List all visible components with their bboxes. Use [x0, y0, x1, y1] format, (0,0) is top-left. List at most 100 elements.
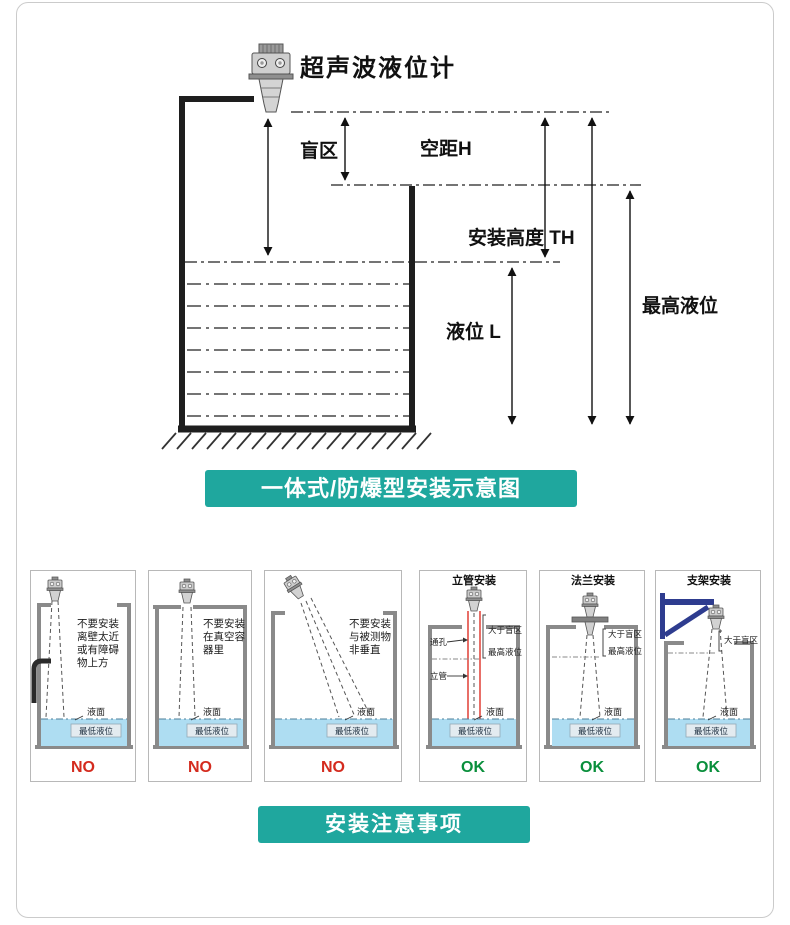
install-height-label: 安装高度 TH	[468, 226, 575, 249]
beam-lines	[579, 634, 601, 718]
tank-walls	[35, 603, 133, 749]
beam-lines	[702, 628, 728, 718]
tank-walls	[153, 605, 249, 749]
liquid-fill-lines	[187, 283, 409, 417]
surface-label: 液面	[486, 706, 504, 717]
min-level-tag	[685, 723, 737, 738]
panel-no-wall-obstacle-drawing: 不要安装 离壁太近 或有障碍 物上方 液面 最低液位	[31, 576, 133, 749]
max-level-label: 最高液位	[642, 294, 718, 317]
panel-no-vacuum: 不要安装 在真空容 器里 液面 最低液位 NO	[148, 570, 252, 782]
verdict-no: NO	[71, 759, 95, 776]
surface-label: 液面	[203, 706, 221, 717]
dimension-arrows	[263, 117, 635, 425]
verdict-ok: OK	[580, 759, 604, 776]
note-line: 或有障碍	[77, 643, 119, 656]
gt-blind-label: 大于盲区	[608, 629, 643, 639]
verdict-ok: OK	[696, 759, 720, 776]
sensor-icon	[581, 592, 599, 618]
panel-ok-bracket: 支架安装 大于盲区 液面 最低液位 OK	[655, 570, 761, 782]
panel-title-flange: 法兰安装	[571, 573, 615, 587]
panel-ok-flange: 法兰安装 大于盲区 最高液位 液面 最低液位 OK	[539, 570, 645, 782]
range-bracket	[602, 628, 606, 657]
horn-tip	[584, 621, 596, 636]
panel-no-vacuum-drawing: 不要安装 在真空容 器里 液面 最低液位	[153, 578, 249, 749]
min-level-tag	[569, 723, 621, 738]
note-line: 物上方	[77, 656, 109, 669]
min-level-label: 最低液位	[458, 726, 493, 736]
panel-ok-standpipe: 立管安装 大于盲区 最高液位 通孔 立管 液面 最低液位 OK	[419, 570, 527, 782]
standpipe-arrowhead	[463, 673, 468, 679]
standpipe	[467, 611, 481, 737]
sensor-icon	[178, 578, 196, 604]
note-line: 与被测物	[349, 630, 391, 643]
max-level-label: 最高液位	[608, 646, 643, 656]
level-reference-lines	[185, 111, 641, 417]
panel-ok-bracket-drawing: 支架安装 大于盲区 液面 最低液位	[660, 573, 759, 749]
obstacle-pipe	[31, 658, 51, 703]
sensor-icon-tilted	[280, 572, 309, 602]
standpipe-label: 立管	[430, 671, 447, 681]
verdict-no: NO	[321, 759, 345, 776]
min-level-label: 最低液位	[694, 726, 729, 736]
installation-dimension-diagram: 超声波液位计 盲区 空距H 安装高度 TH 液位 L	[161, 43, 718, 450]
min-level-label: 最低液位	[79, 726, 114, 736]
verdict-ok: OK	[461, 759, 485, 776]
device-title: 超声波液位计	[300, 54, 456, 82]
panel-ok-flange-drawing: 法兰安装 大于盲区 最高液位 液面 最低液位	[544, 573, 643, 749]
verdict-no: NO	[188, 759, 212, 776]
note-line: 不要安装	[203, 617, 245, 630]
through-hole-pointer	[446, 639, 464, 643]
tank-walls	[662, 641, 756, 749]
surface-pointer	[473, 715, 483, 721]
mount-bracket	[660, 593, 714, 639]
min-level-tag	[326, 723, 378, 738]
blind-zone-label: 盲区	[300, 139, 338, 162]
panel-title-bracket: 支架安装	[686, 573, 731, 587]
range-bracket	[482, 614, 486, 659]
surface-label: 液面	[87, 706, 105, 717]
panel-ok-standpipe-drawing: 立管安装 大于盲区 最高液位 通孔 立管 液面 最低液位	[426, 573, 523, 749]
note-line: 在真空容	[203, 630, 245, 643]
min-level-label: 最低液位	[195, 726, 230, 736]
liquid-level-label: 液位 L	[446, 320, 501, 343]
beam-lines	[178, 606, 196, 718]
surface-pointer	[74, 715, 84, 721]
note-line: 不要安装	[349, 617, 391, 630]
tank-walls	[269, 611, 399, 749]
through-hole-label: 通孔	[430, 637, 448, 647]
diagram-caption-banner: 一体式/防爆型安装示意图	[205, 470, 577, 507]
tank-walls	[426, 625, 522, 749]
air-gap-label: 空距H	[420, 137, 472, 160]
panel-no-tilted: 不要安装 与被测物 非垂直 液面 最低液位 NO	[264, 570, 402, 782]
surface-label: 液面	[720, 706, 738, 717]
note-line: 离壁太近	[77, 630, 119, 643]
beam-lines	[300, 597, 372, 718]
range-bracket	[718, 630, 722, 652]
surface-pointer	[344, 715, 354, 721]
note-line: 非垂直	[349, 643, 381, 656]
min-level-tag	[449, 723, 501, 738]
panel-no-tilted-drawing: 不要安装 与被测物 非垂直 液面 最低液位	[269, 572, 399, 749]
gt-blind-label: 大于盲区	[488, 625, 523, 635]
panel-title-standpipe: 立管安装	[452, 573, 496, 587]
ground-hatch	[161, 432, 432, 450]
min-level-tag	[70, 723, 122, 738]
surface-label: 液面	[357, 706, 375, 717]
sensor-icon	[46, 576, 64, 602]
sensor-icon	[465, 586, 483, 612]
surface-pointer	[190, 715, 200, 721]
notes-caption-banner: 安装注意事项	[258, 806, 530, 843]
note-line: 不要安装	[77, 617, 119, 630]
min-level-label: 最低液位	[335, 726, 370, 736]
max-level-label: 最高液位	[488, 647, 523, 657]
gt-blind-label: 大于盲区	[724, 635, 759, 645]
tank-walls	[544, 625, 640, 749]
surface-pointer	[707, 715, 717, 721]
min-level-tag	[186, 723, 238, 738]
panel-no-wall-obstacle: 不要安装 离壁太近 或有障碍 物上方 液面 最低液位 NO	[30, 570, 136, 782]
tank	[178, 96, 416, 433]
surface-pointer	[591, 715, 601, 721]
sensor-icon	[707, 604, 725, 630]
flange-plate	[571, 616, 609, 623]
ultrasonic-sensor-icon	[248, 43, 294, 113]
